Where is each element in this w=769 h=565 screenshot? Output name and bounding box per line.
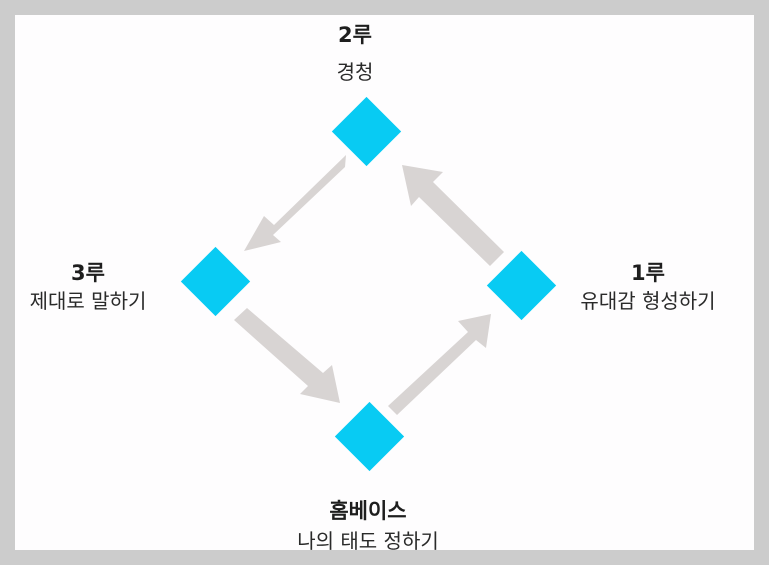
diamond-third-base	[180, 246, 251, 317]
arrow-second-to-third	[244, 155, 346, 251]
arrow-third-to-home	[234, 308, 340, 403]
diamond-home-base	[334, 401, 405, 472]
arrow-home-to-first	[388, 314, 491, 415]
second-base-title: 2루	[338, 23, 372, 47]
diagram-frame: 2루 경청 3루 제대로 말하기 1루 유대감 형성하기 홈베이스 나의 태도 …	[15, 15, 754, 550]
first-base-title: 1루	[631, 261, 665, 285]
third-base-subtitle: 제대로 말하기	[29, 289, 147, 313]
diamond-second-base	[331, 96, 402, 167]
label-second-base: 2루 경청	[337, 22, 374, 85]
third-base-title: 3루	[71, 261, 105, 285]
base-markers	[180, 96, 557, 472]
first-base-subtitle: 유대감 형성하기	[580, 289, 716, 313]
label-first-base: 1루 유대감 형성하기	[580, 260, 715, 314]
arrow-first-to-second	[402, 165, 504, 266]
home-base-subtitle: 나의 태도 정하기	[297, 529, 439, 550]
label-third-base: 3루 제대로 말하기	[30, 260, 147, 314]
label-home-base: 홈베이스 나의 태도 정하기	[297, 498, 439, 550]
second-base-subtitle: 경청	[336, 60, 374, 84]
home-base-title: 홈베이스	[329, 499, 407, 523]
flow-arrows	[234, 155, 504, 415]
diamond-first-base	[486, 250, 557, 321]
baseball-diamond-diagram	[180, 96, 557, 472]
